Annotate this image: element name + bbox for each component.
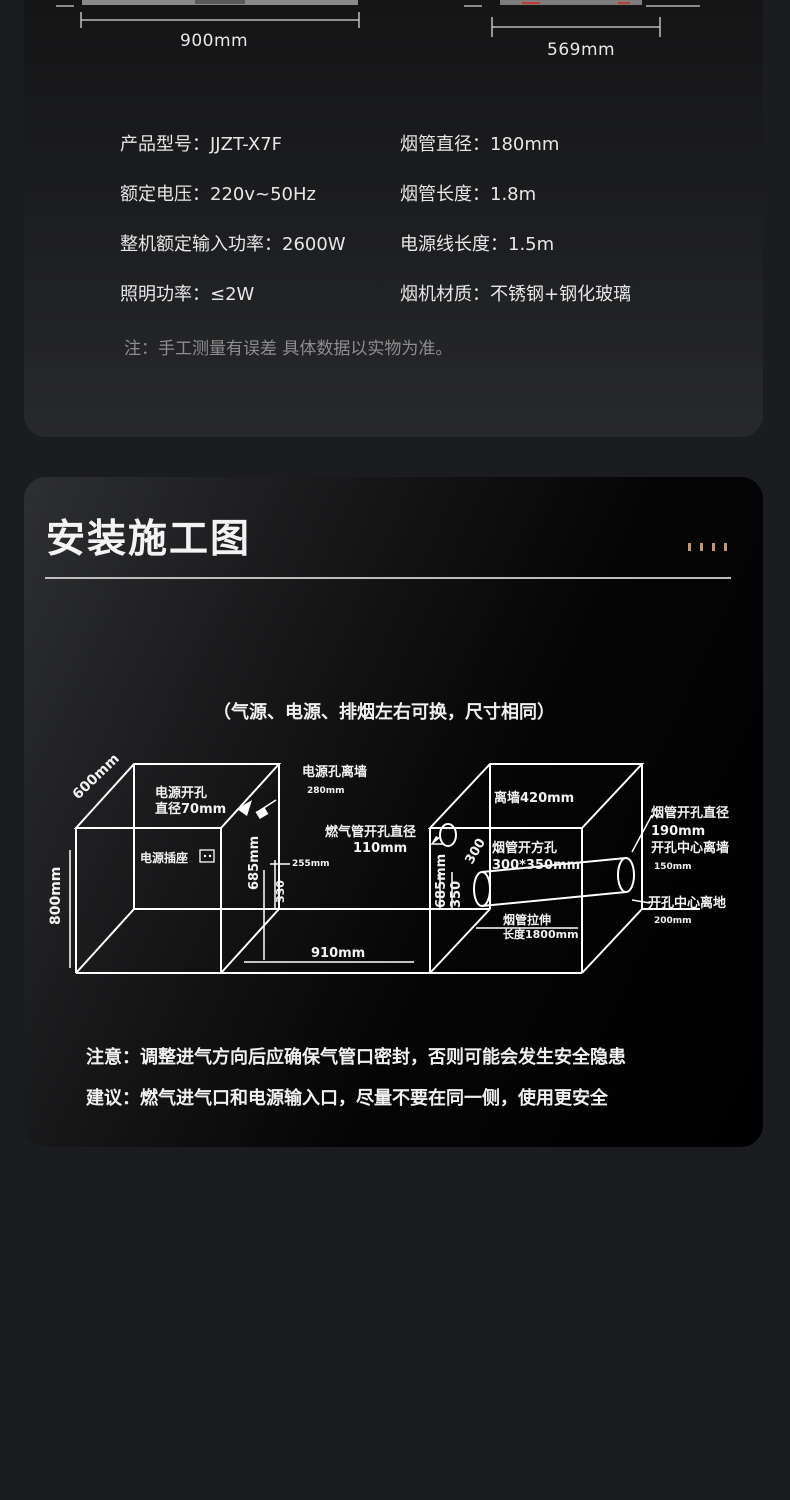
label-hole-center-wall: 开孔中心离墙 [651,840,729,856]
label-hole-center-floor: 开孔中心离地 [648,895,726,911]
install-panel [24,477,763,1147]
label-wall-420: 离墙420mm [494,790,574,806]
spec-model: 产品型号：JJZT-X7F [120,134,283,155]
label-dim-910: 910mm [311,946,365,961]
label-flue-square-size: 300*350mm [492,858,580,873]
label-dim-200: 200mm [654,916,692,926]
label-dim-255: 255mm [292,859,330,869]
label-685-right: 685mm [434,854,449,908]
depth-dimension-label: 569mm [547,40,616,60]
label-350: 350 [449,881,464,908]
label-300: 300 [462,836,489,867]
label-330: 330 [274,880,287,903]
measurement-note: 注：手工测量有误差 具体数据以实物为准。 [124,339,453,359]
spec-light-power: 照明功率：≤2W [120,284,255,305]
label-height-800: 800mm [48,867,64,925]
label-power-hole-dia: 直径70mm [155,801,226,817]
spec-cord-length: 电源线长度：1.5m [400,234,555,255]
spec-material: 烟机材质：不锈钢+钢化玻璃 [400,284,632,305]
spec-voltage: 额定电压：220v~50Hz [120,184,316,205]
spec-input-power: 整机额定输入功率：2600W [120,234,346,255]
label-flue-square: 烟管开方孔 [492,840,557,856]
install-title: 安装施工图 [46,517,252,562]
label-depth-600: 600mm [70,751,123,803]
spec-flue-length: 烟管长度：1.8m [400,184,537,205]
installation-diagram: 600mm 800mm 电源开孔 直径70mm 电源插座 电源孔离墙 280mm… [48,751,729,974]
flue-pipe-end [473,871,491,907]
label-dim-150: 150mm [654,862,692,872]
socket-icon [199,849,215,863]
product-side-image [500,0,642,5]
label-gas-hole: 燃气管开孔直径 [325,824,416,840]
flue-pipe-wall-hole [617,857,635,893]
accent-dots-icon [688,543,727,551]
label-flue-hole-dia: 烟管开孔直径 [651,805,729,821]
title-divider [45,577,731,579]
label-socket: 电源插座 [140,850,188,865]
install-advice: 建议：燃气进气口和电源输入口，尽量不要在同一侧，使用更安全 [86,1088,608,1109]
spec-panel [24,0,763,437]
power-hole-arrow-icon [237,800,252,816]
label-685-left: 685mm [247,836,262,890]
install-subtitle: （气源、电源、排烟左右可换，尺寸相同） [213,702,555,723]
label-dim-190: 190mm [651,824,705,839]
width-dimension-label: 900mm [180,31,249,51]
gas-hole [439,823,457,847]
label-flue-stretch: 烟管拉伸 [503,912,551,927]
label-flue-length: 长度1800mm [503,927,579,941]
dimension-lines [56,0,700,37]
power-hole-marker [255,807,269,819]
label-dim-280: 280mm [307,786,345,796]
label-power-hole-wall: 电源孔离墙 [302,764,367,780]
install-warning: 注意：调整进气方向后应确保气管口密封，否则可能会发生安全隐患 [86,1047,626,1068]
label-power-hole: 电源开孔 [155,785,207,801]
label-gas-hole-dia: 110mm [353,841,407,856]
spec-flue-diameter: 烟管直径：180mm [400,134,560,155]
